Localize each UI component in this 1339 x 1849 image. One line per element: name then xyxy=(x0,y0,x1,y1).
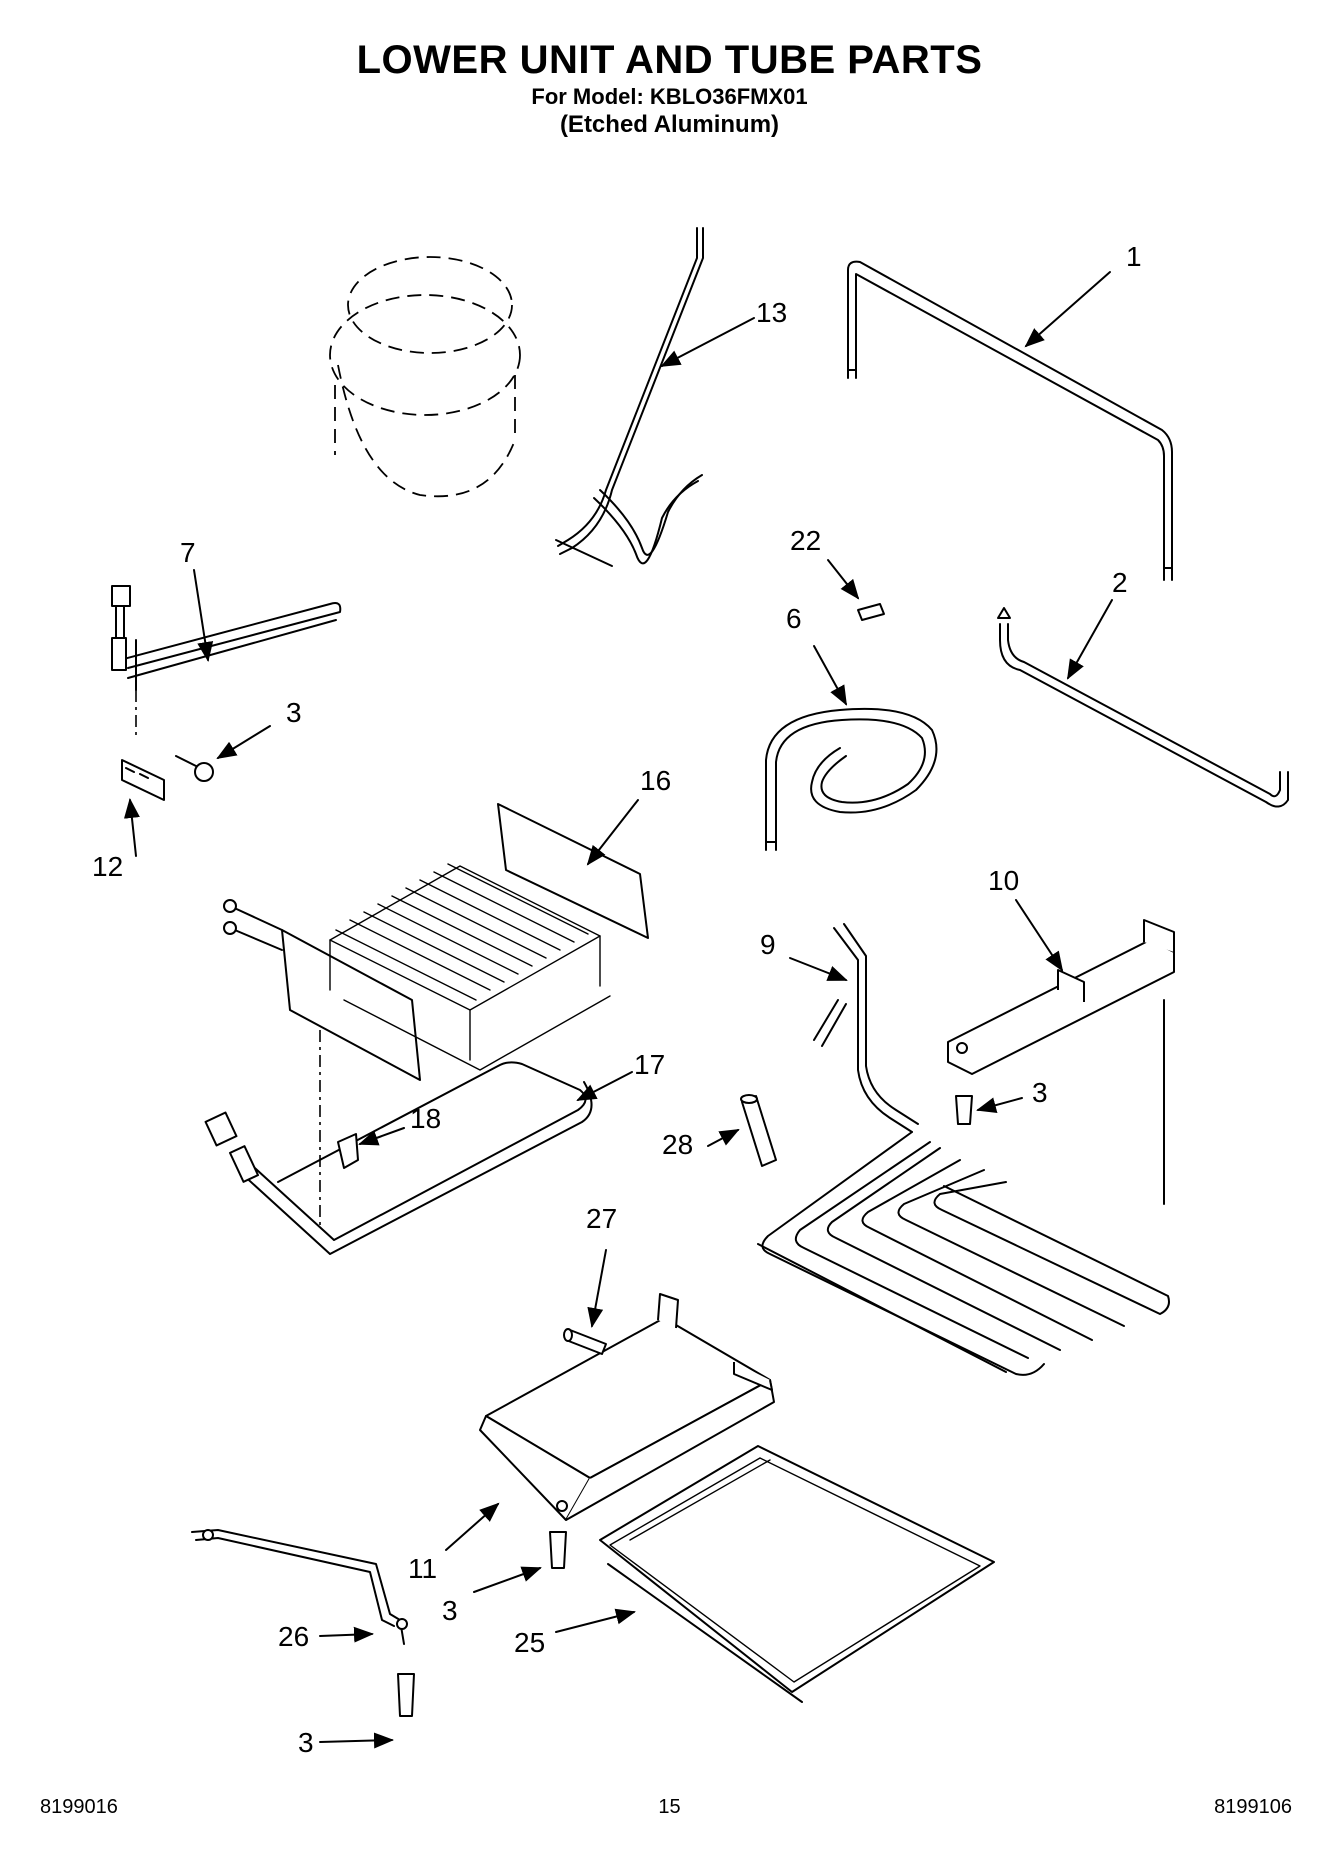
callout-25: 25 xyxy=(514,1627,545,1658)
page-header: LOWER UNIT AND TUBE PARTS For Model: KBL… xyxy=(0,36,1339,140)
part-13-tube xyxy=(555,227,704,567)
callout-18: 18 xyxy=(410,1103,441,1134)
model-line: For Model: KBLO36FMX01 xyxy=(531,84,808,109)
callout-13: 13 xyxy=(756,297,787,328)
footer-page-number: 15 xyxy=(658,1796,681,1818)
part-3-screw-a xyxy=(175,755,214,782)
part-16-evaporator xyxy=(223,803,649,1225)
page-title: LOWER UNIT AND TUBE PARTS xyxy=(356,38,983,82)
part-18-clip xyxy=(337,1133,359,1169)
part-12-bracket xyxy=(121,759,165,801)
part-17-heater xyxy=(204,1061,593,1255)
part-28-tube xyxy=(740,1094,777,1167)
callout-26: 26 xyxy=(278,1621,309,1652)
part-27-clip xyxy=(563,1328,607,1355)
part-6-coil xyxy=(765,707,938,851)
part-11-tray-bracket xyxy=(479,1293,775,1521)
footer-left-code: 8199016 xyxy=(40,1796,118,1818)
callout-17: 17 xyxy=(634,1049,665,1080)
callout-22: 22 xyxy=(790,525,821,556)
variant-line: (Etched Aluminum) xyxy=(559,111,780,138)
callout-3-d: 3 xyxy=(298,1727,314,1758)
part-2-tube xyxy=(997,607,1289,808)
part-22-clip xyxy=(857,603,885,621)
callout-12: 12 xyxy=(92,851,123,882)
part-3-screw-b xyxy=(955,1095,973,1125)
callout-10: 10 xyxy=(988,865,1019,896)
callout-27: 27 xyxy=(586,1203,617,1234)
part-26-bracket xyxy=(191,1529,408,1645)
part-3-screw-d xyxy=(397,1673,415,1717)
callout-3-b: 3 xyxy=(1032,1077,1048,1108)
part-7-heater xyxy=(111,585,342,740)
part-3-screw-c xyxy=(549,1531,567,1569)
part-25-drain-pan xyxy=(599,1445,995,1703)
part-9-condenser xyxy=(757,923,1170,1376)
part-10-bracket xyxy=(947,919,1175,1075)
callout-2: 2 xyxy=(1112,567,1128,598)
callout-11: 11 xyxy=(408,1553,437,1584)
callout-6: 6 xyxy=(786,603,802,634)
callout-9: 9 xyxy=(760,929,776,960)
callout-1: 1 xyxy=(1126,241,1142,272)
callout-16: 16 xyxy=(640,765,671,796)
leader-lines xyxy=(123,271,1113,1749)
callout-28: 28 xyxy=(662,1129,693,1160)
callout-3-a: 3 xyxy=(286,697,302,728)
part-1-tube xyxy=(847,260,1173,581)
callout-7: 7 xyxy=(180,537,196,568)
callout-3-c: 3 xyxy=(442,1595,458,1626)
compressor-outline xyxy=(329,256,521,498)
footer-right-code: 8199106 xyxy=(1214,1796,1292,1818)
callout-labels: 1 2 13 22 6 7 3 12 16 10 9 3 17 18 28 27… xyxy=(92,241,1142,1758)
